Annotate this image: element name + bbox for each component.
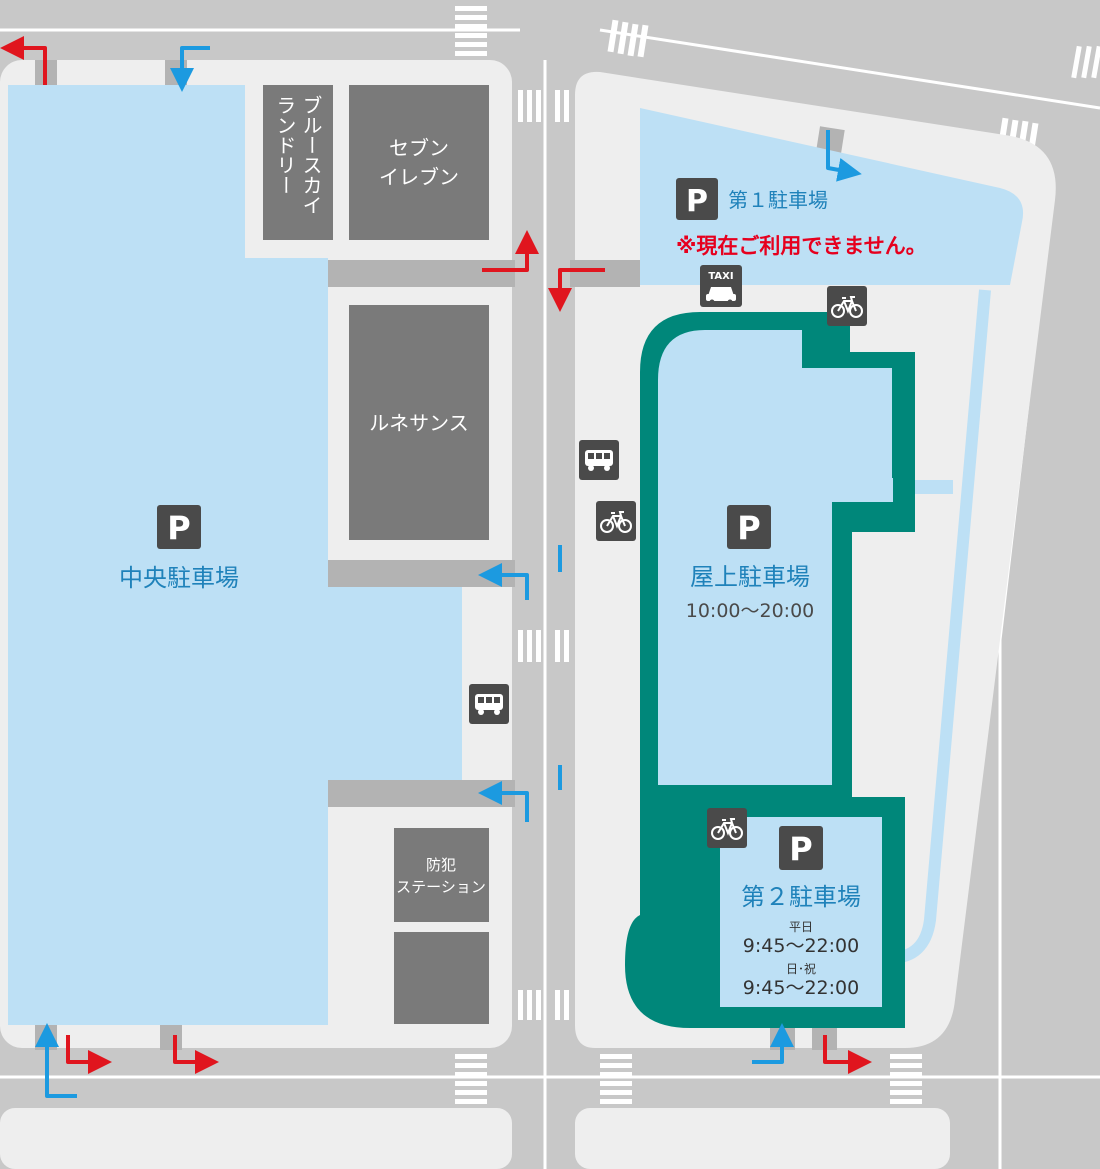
rooftop-parking-name: 屋上駐車場 xyxy=(690,563,810,591)
renaissance-label: ルネサンス xyxy=(369,411,469,435)
bus-icon xyxy=(579,440,619,480)
bus-icon xyxy=(469,684,509,724)
seven-label-line2: イレブン xyxy=(379,165,459,189)
central-p-icon xyxy=(157,505,201,549)
bicycle-icon xyxy=(595,500,637,542)
lot2-weekday-label: 平日 xyxy=(789,920,813,934)
southeast-block xyxy=(575,1108,950,1169)
outbound-arrows xyxy=(0,36,872,1074)
rooftop-parking-lot[interactable] xyxy=(658,330,893,785)
rooftop-p-symbol: P xyxy=(737,509,760,547)
lot1-name: 第１駐車場 xyxy=(728,188,828,212)
renaissance-building xyxy=(349,305,489,540)
central-p-symbol: P xyxy=(167,509,190,547)
seven-label-line1: セブン xyxy=(389,136,449,160)
bicycle-icon xyxy=(826,285,868,327)
taxi-icon: TAXI xyxy=(700,265,742,307)
lot1-unavailable-notice: ※現在ご利用できません。 xyxy=(676,234,927,258)
bluesky-label-line2: ランドリー xyxy=(273,95,297,195)
parking-lot-1 xyxy=(640,108,1024,285)
taxi-label: TAXI xyxy=(708,271,733,282)
central-parking-name: 中央駐車場 xyxy=(119,564,239,592)
lot1-p-sign: P xyxy=(676,178,718,220)
seven-eleven-building xyxy=(349,85,489,240)
police-station-building xyxy=(394,828,489,922)
lot2-p-sign: P xyxy=(779,826,823,870)
lot2-p-symbol: P xyxy=(789,830,812,868)
bicycle-icon xyxy=(706,807,748,849)
police-label-line1: 防犯 xyxy=(426,856,456,874)
unnamed-building xyxy=(394,932,489,1024)
lot1-p-icon xyxy=(676,178,718,220)
southwest-block xyxy=(0,1108,512,1169)
central-parking-lot[interactable] xyxy=(8,85,462,1025)
lot2-p-icon xyxy=(779,826,823,870)
rooftop-parking-hours: 10:00〜20:00 xyxy=(686,600,815,622)
bluesky-label-line1: ブルースカイ xyxy=(299,95,323,215)
central-p-sign: P xyxy=(157,505,201,549)
inbound-arrows xyxy=(35,46,862,1098)
building-labels: ブルースカイ ランドリー セブン イレブン ルネサンス 防犯 ステーション xyxy=(273,95,486,896)
lot1-p-symbol: P xyxy=(686,184,708,219)
lot2-name: 第２駐車場 xyxy=(741,883,861,911)
lot2-holiday-hours: 9:45〜22:00 xyxy=(743,977,859,999)
rooftop-p-sign: P xyxy=(727,505,771,549)
lot2-weekday-hours: 9:45〜22:00 xyxy=(743,935,859,957)
rooftop-p-icon xyxy=(727,505,771,549)
lot2-holiday-label: 日･祝 xyxy=(786,962,816,976)
police-label-line2: ステーション xyxy=(396,878,486,896)
bluesky-laundry-building xyxy=(263,85,333,240)
